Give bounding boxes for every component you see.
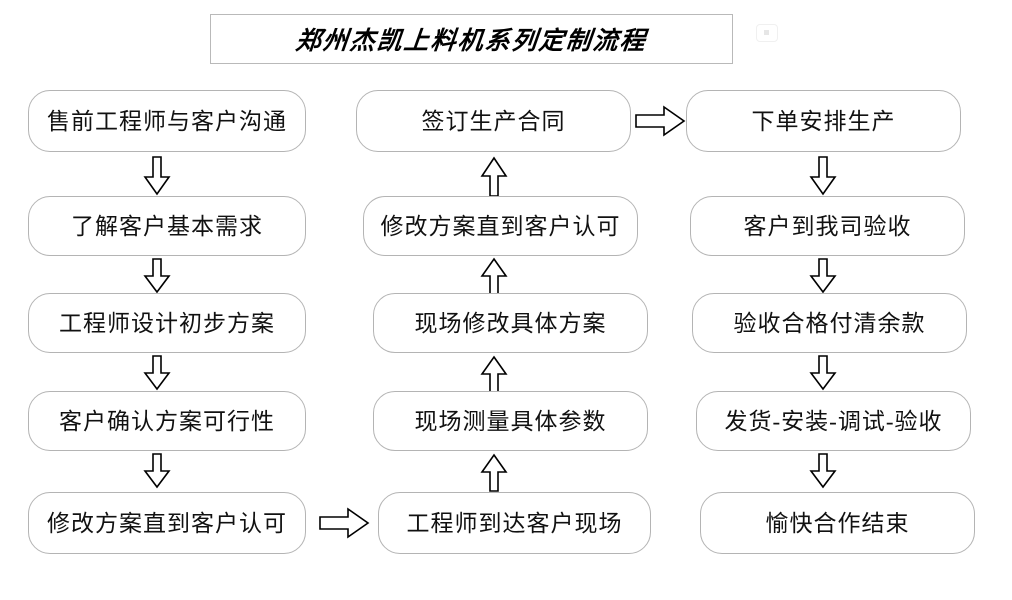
arrow-down-icon bbox=[143, 156, 171, 196]
arrow-down-icon bbox=[143, 258, 171, 294]
node-onsite-measure-parameters[interactable]: 现场测量具体参数 bbox=[373, 391, 648, 451]
node-label: 修改方案直到客户认可 bbox=[380, 213, 621, 239]
arrow-down-icon bbox=[143, 355, 171, 391]
arrow-down-icon bbox=[809, 453, 837, 489]
arrow-down-icon bbox=[809, 156, 837, 196]
node-label: 签订生产合同 bbox=[421, 108, 566, 134]
node-revise-until-approved-left[interactable]: 修改方案直到客户认可 bbox=[28, 492, 306, 554]
node-label: 现场测量具体参数 bbox=[414, 408, 607, 434]
node-engineer-arrive-onsite[interactable]: 工程师到达客户现场 bbox=[378, 492, 651, 554]
node-ship-install-debug-accept[interactable]: 发货-安装-调试-验收 bbox=[696, 391, 971, 451]
arrow-up-icon bbox=[480, 257, 508, 296]
node-label: 现场修改具体方案 bbox=[414, 310, 607, 336]
arrow-right-icon bbox=[319, 507, 370, 539]
node-revise-until-approved-middle[interactable]: 修改方案直到客户认可 bbox=[363, 196, 638, 256]
node-label: 下单安排生产 bbox=[751, 108, 896, 134]
node-label: 客户到我司验收 bbox=[743, 213, 912, 239]
node-label: 工程师到达客户现场 bbox=[406, 510, 623, 536]
node-label: 工程师设计初步方案 bbox=[59, 310, 275, 336]
arrow-up-icon bbox=[480, 156, 508, 197]
node-label: 了解客户基本需求 bbox=[71, 213, 263, 239]
node-sign-production-contract[interactable]: 签订生产合同 bbox=[356, 90, 631, 152]
arrow-down-icon bbox=[143, 453, 171, 489]
node-pleasant-cooperation-end[interactable]: 愉快合作结束 bbox=[700, 492, 975, 554]
node-pay-balance-after-acceptance[interactable]: 验收合格付清余款 bbox=[692, 293, 967, 353]
diagram-title: 郑州杰凯上料机系列定制流程 bbox=[294, 28, 649, 55]
node-label: 愉快合作结束 bbox=[765, 510, 910, 536]
node-onsite-revise-plan[interactable]: 现场修改具体方案 bbox=[373, 293, 648, 353]
node-engineer-initial-design[interactable]: 工程师设计初步方案 bbox=[28, 293, 306, 353]
node-label: 验收合格付清余款 bbox=[733, 310, 926, 336]
node-understand-basic-needs[interactable]: 了解客户基本需求 bbox=[28, 196, 306, 256]
arrow-up-icon bbox=[480, 453, 508, 492]
watermark-icon bbox=[756, 24, 778, 42]
arrow-up-icon bbox=[480, 355, 508, 394]
node-customer-inspection-at-factory[interactable]: 客户到我司验收 bbox=[690, 196, 965, 256]
arrow-down-icon bbox=[809, 258, 837, 294]
node-label: 修改方案直到客户认可 bbox=[47, 510, 287, 536]
node-customer-confirm-feasibility[interactable]: 客户确认方案可行性 bbox=[28, 391, 306, 451]
arrow-down-icon bbox=[809, 355, 837, 391]
arrow-right-icon bbox=[635, 105, 686, 137]
node-label: 发货-安装-调试-验收 bbox=[724, 408, 943, 434]
node-sales-engineer-communicate[interactable]: 售前工程师与客户沟通 bbox=[28, 90, 306, 152]
node-label: 客户确认方案可行性 bbox=[59, 408, 275, 434]
diagram-title-box: 郑州杰凯上料机系列定制流程 bbox=[210, 14, 733, 64]
node-label: 售前工程师与客户沟通 bbox=[47, 108, 287, 134]
node-place-order-arrange-production[interactable]: 下单安排生产 bbox=[686, 90, 961, 152]
